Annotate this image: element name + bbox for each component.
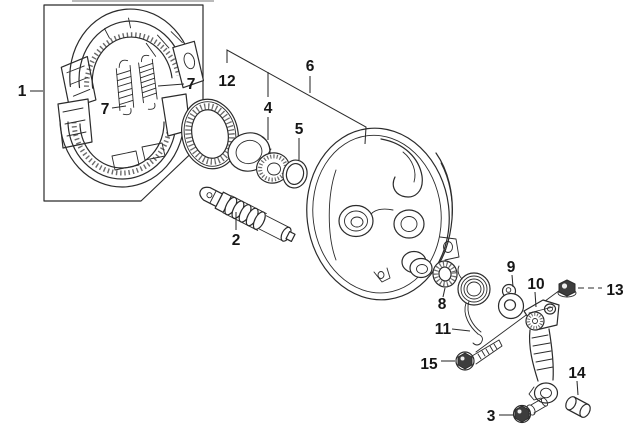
o-ring [282,159,308,189]
scan-artifact [72,0,214,2]
callout-7-left: 7 [101,101,127,118]
callout-4-label: 4 [264,100,273,117]
callout-6: 6 [306,58,315,93]
callout-1-label: 1 [18,83,27,100]
callout-7-left-label: 7 [101,101,110,118]
callout-2: 2 [232,212,241,249]
callout-5: 5 [295,121,304,160]
callout-12-label: 12 [218,73,235,90]
brake-arm [523,299,560,404]
cam-flange [227,132,291,184]
callout-6-bracket [226,49,367,145]
callout-13: 13 [578,282,624,299]
cam-hole-boss [338,204,374,238]
callout-2-label: 2 [232,232,241,249]
callout-3-label: 3 [487,408,496,425]
callout-13-label: 13 [606,282,624,299]
indicator-spring [457,265,491,346]
wear-indicator-plate [497,283,525,320]
callout-1: 1 [18,83,43,100]
part1-group-box [43,4,204,202]
arm-pinch-nut [557,279,577,298]
cam-seal [432,260,458,288]
return-spring-left [115,59,135,116]
callout-15: 15 [420,356,455,373]
callout-14: 14 [568,365,586,396]
callout-15-label: 15 [420,356,438,373]
pivot-bolt [512,397,549,424]
joint-pin [565,396,591,418]
callout-7-right: 7 [157,76,196,93]
brake-shoe-lower [57,93,191,188]
callout-9-label: 9 [507,259,516,276]
callout-6-label: 6 [306,58,315,75]
brake-panel [306,127,460,301]
callout-4: 4 [264,72,273,140]
callout-12: 12 [218,73,235,90]
callout-7-right-label: 7 [187,76,196,93]
callout-3: 3 [487,408,513,425]
brake-camshaft [199,186,296,243]
callout-8-label: 8 [438,296,447,313]
brake-shoe-upper [60,8,205,110]
callout-8: 8 [438,287,447,313]
callout-11: 11 [435,321,471,338]
anchor-pin-boss [393,209,425,239]
callout-10-label: 10 [527,276,544,293]
callout-11-label: 11 [435,321,452,338]
dust-seal-ring [181,98,239,170]
arm-pinch-bolt [455,339,503,371]
callout-9: 9 [507,259,516,288]
callout-10: 10 [527,276,545,308]
callout-14-label: 14 [568,365,586,382]
callout-5-label: 5 [295,121,304,138]
return-spring-right [138,54,158,110]
